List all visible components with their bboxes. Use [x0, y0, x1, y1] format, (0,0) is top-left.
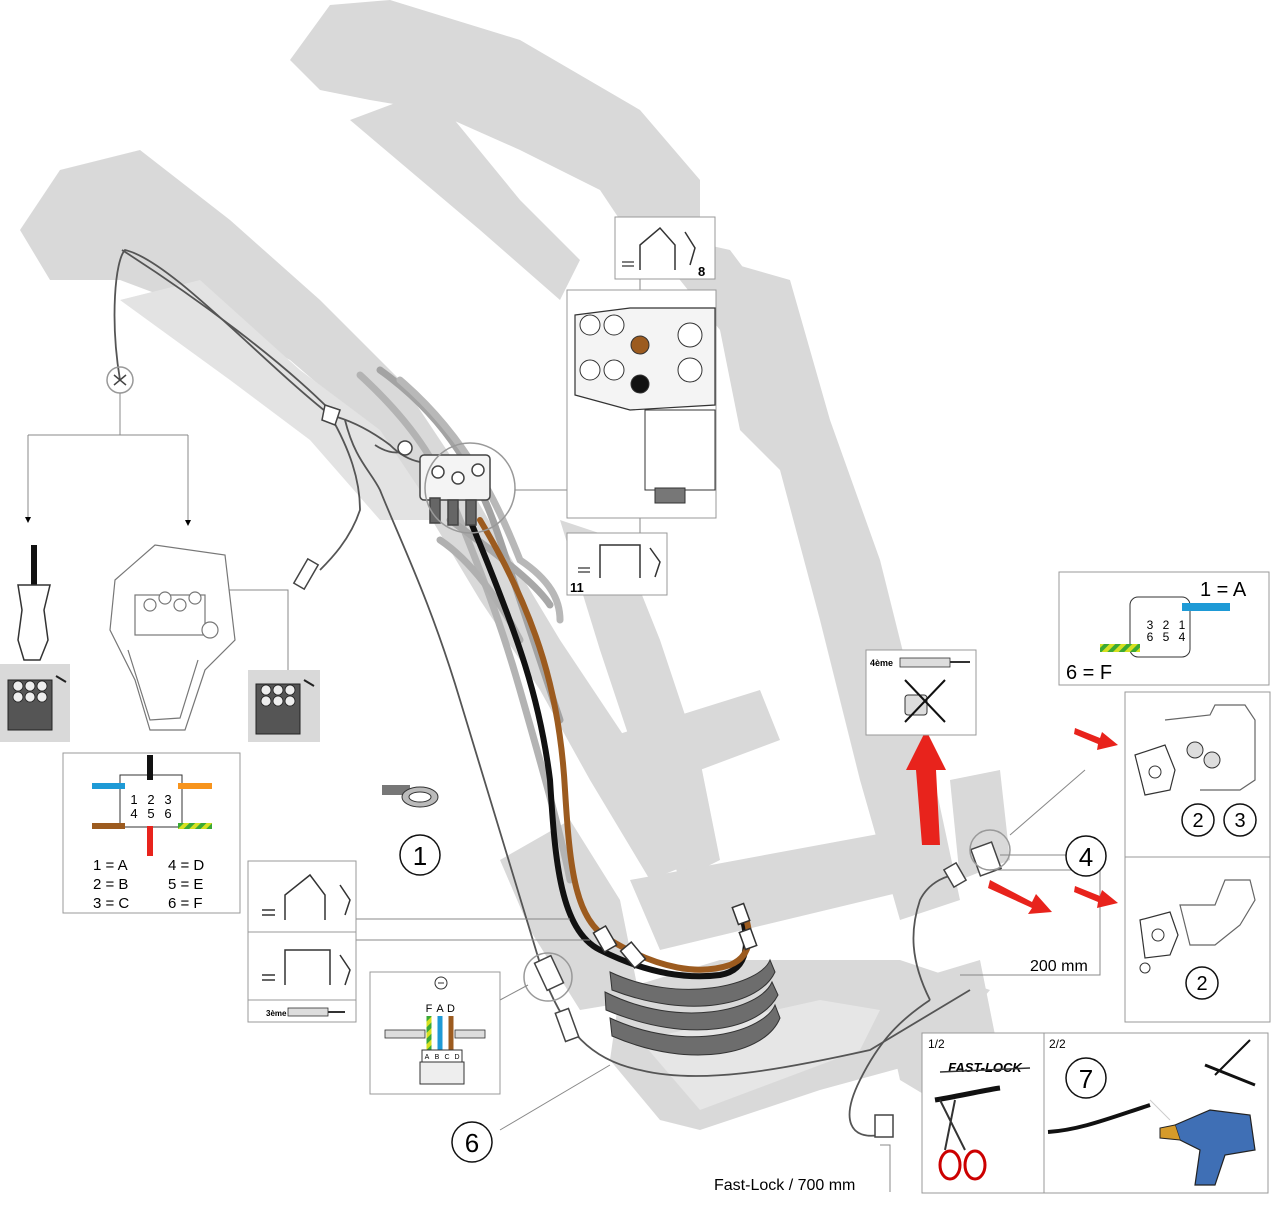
pin-map-2: 2 = B	[93, 876, 128, 893]
callout-2-lower: 2	[1196, 973, 1207, 995]
socket-num-3: 3	[1147, 618, 1154, 632]
callout-7: 7	[1079, 1064, 1093, 1094]
distance-label: 200 mm	[1030, 958, 1088, 975]
pin-num-6: 6	[164, 806, 171, 821]
pin-num-3: 3	[164, 792, 171, 807]
plug-illustration	[0, 545, 70, 742]
hose-fittings	[592, 902, 758, 969]
callout-1: 1	[413, 841, 427, 871]
third-cylinder: 3ème	[266, 1007, 345, 1018]
step-1-label: 1/2	[928, 1037, 945, 1051]
socket-num-1: 1	[1179, 618, 1186, 632]
step-2-label: 2/2	[1049, 1037, 1066, 1051]
pin-map-3: 3 = C	[93, 895, 129, 912]
pin-map-5: 5 = E	[168, 876, 203, 893]
fourth-function-box: 4ème	[865, 649, 977, 736]
callout-2-upper: 2	[1192, 810, 1203, 832]
socket-num-2: 2	[1163, 618, 1170, 632]
socket-illustration-right	[248, 670, 320, 742]
grapple-icon	[262, 873, 351, 920]
fastlock-length-label: Fast-Lock / 700 mm	[714, 1177, 855, 1194]
pin-num-2: 2	[147, 792, 154, 807]
callout-8: 8	[698, 264, 705, 279]
valve-cluster	[419, 454, 491, 526]
protective-sleeves	[604, 958, 781, 1056]
wiring-detail-box: F A D A B C D	[369, 971, 501, 1095]
callout-6: 6	[465, 1128, 479, 1158]
fastlock-text: FAST-LOCK	[948, 1060, 1023, 1075]
fastlock-step-boxes: 1/2 2/2 FAST-LOCK	[921, 1032, 1269, 1194]
split-x-mark	[113, 374, 127, 386]
callout-11: 11	[570, 580, 584, 595]
pin-map-6: 6 = F	[168, 895, 203, 912]
wire-letter-a: A	[436, 1003, 444, 1015]
black-hose	[467, 517, 749, 980]
third-function-label: 3ème	[266, 1009, 287, 1018]
socket-num-4: 4	[1179, 630, 1186, 644]
socket-bracket-illustration	[109, 544, 236, 731]
valve-detail-bottom	[566, 532, 668, 596]
socket-detail-box: 3 2 1 6 5 4 1 = A 6 = F	[1058, 571, 1270, 686]
connector-letter-c: C	[444, 1054, 449, 1061]
fourth-function-label: 4ème	[870, 658, 893, 668]
callout-circles	[399, 803, 1257, 1163]
red-arrows	[906, 728, 1118, 914]
connector-letter-a: A	[425, 1054, 430, 1061]
brown-hose	[477, 517, 753, 973]
connector-letter-b: B	[435, 1054, 440, 1061]
valve-detail-top	[614, 216, 716, 280]
bucket-icon	[262, 949, 351, 986]
pin-map-4: 4 = D	[168, 857, 204, 874]
socket-num-6: 6	[1147, 630, 1154, 644]
valve-main-box	[566, 289, 717, 519]
harness-parts	[292, 404, 1003, 1138]
socket-num-5: 5	[1163, 630, 1170, 644]
pin-legend-box: 1 2 3 4 5 6 1 = A 4 = D 2 = B 5 = E 3 = …	[62, 752, 241, 914]
wire-letter-d: D	[447, 1003, 455, 1015]
callout-4: 4	[1079, 842, 1093, 872]
pin-num-5: 5	[147, 806, 154, 821]
socket-label-top: 1 = A	[1200, 579, 1247, 601]
wiring-harness	[113, 249, 971, 1137]
callout-3: 3	[1234, 810, 1245, 832]
pin-num-4: 4	[130, 806, 137, 821]
hose-clamp-illustration	[382, 785, 439, 808]
socket-label-bottom: 6 = F	[1066, 662, 1112, 684]
wire-letter-f: F	[426, 1003, 433, 1015]
pin-num-1: 1	[130, 792, 137, 807]
pin-map-1: 1 = A	[93, 857, 128, 874]
connector-letter-d: D	[454, 1054, 459, 1061]
